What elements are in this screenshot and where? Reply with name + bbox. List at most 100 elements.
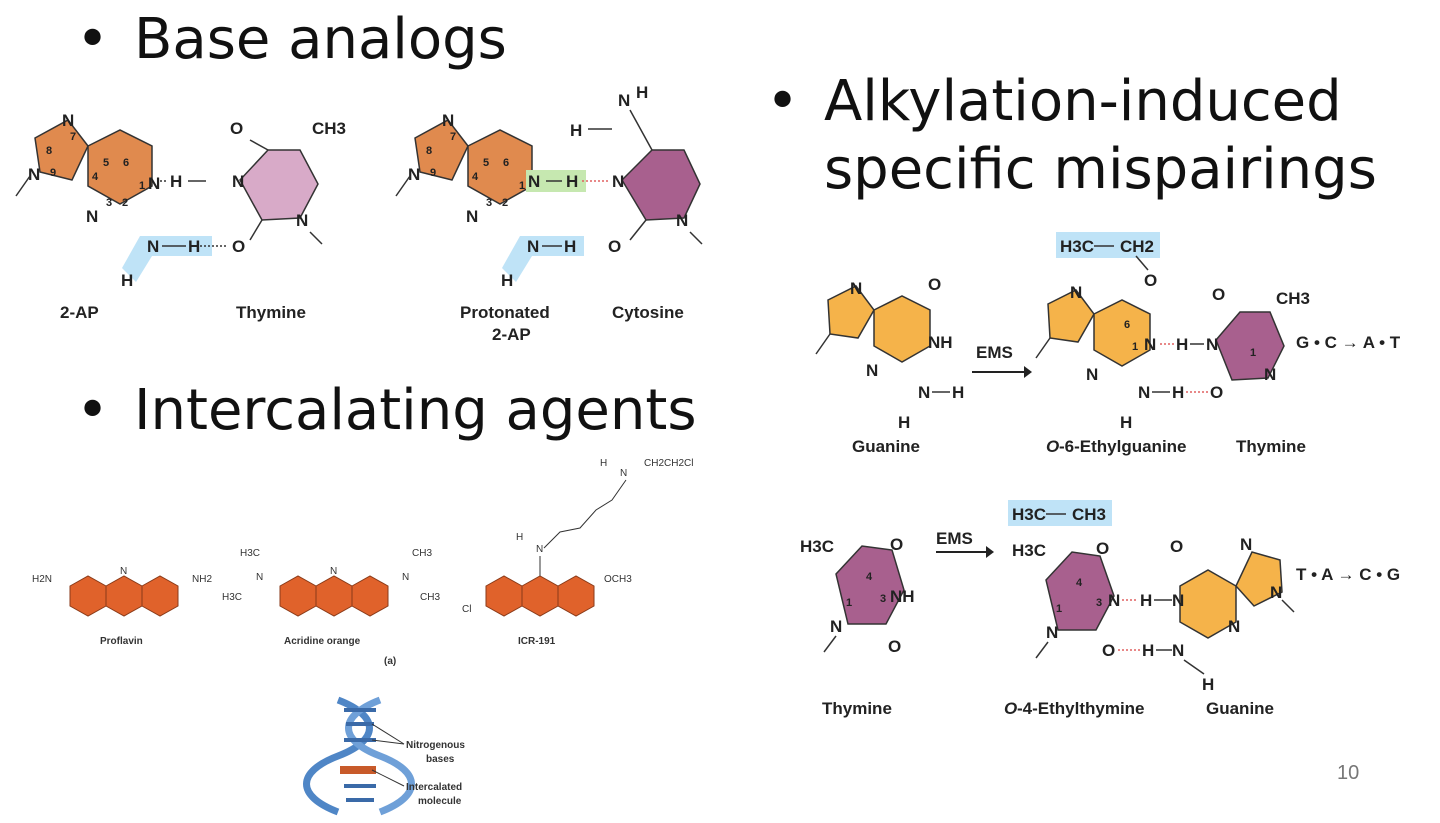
atom-o: O: [1212, 285, 1225, 304]
atom-n: N: [120, 566, 127, 577]
atom-h: H: [501, 271, 513, 290]
atom-cl: Cl: [462, 604, 471, 615]
atom-n: N: [1270, 583, 1282, 602]
guanine-imidazole-ring: [827, 285, 875, 339]
o4et-ring: [1045, 551, 1115, 631]
atom-h: H: [898, 413, 910, 432]
atom-n: N: [676, 211, 688, 230]
intercalator-acridine-orange: N H3C H3C N N CH3 CH3 Acridine orange (a…: [222, 548, 440, 667]
label-panel-a: (a): [384, 656, 396, 667]
atom-n: N: [1108, 591, 1120, 610]
pair-protonated-2ap-cytosine: N N N 7 8 9 4 5 6 3 2 1 N H N H H N O N …: [395, 83, 703, 344]
label-guanine: Guanine: [852, 437, 920, 456]
label-o4-prefix: O: [1004, 699, 1017, 718]
atom-n: N: [1046, 623, 1058, 642]
atom-och3: OCH3: [604, 574, 632, 585]
atom-n: N: [86, 207, 98, 226]
atom-h: H: [188, 237, 200, 256]
label-nitrogenous-bases: bases: [426, 754, 455, 765]
ring-number-6: 6: [503, 157, 509, 169]
atom-n: N: [232, 172, 244, 191]
ring-number-6: 6: [123, 157, 129, 169]
reaction-thymine-ems: H3C O NH N O 4 3 1 Thymine EMS H3C CH3 H…: [800, 500, 1400, 718]
2ap-pyrimidine-ring: [87, 129, 153, 205]
bullet-dot: •: [76, 378, 110, 443]
ring-number-3: 3: [1096, 597, 1102, 609]
atom-h3c: H3C: [1012, 541, 1046, 560]
label-protonated: Protonated: [460, 303, 550, 322]
ring-number-1: 1: [519, 180, 525, 192]
label-thymine: Thymine: [822, 699, 892, 718]
intercalator-proflavin: H2N N NH2 Proflavin: [32, 566, 212, 647]
guanine-imidazole-ring: [1235, 551, 1283, 607]
atom-n: N: [62, 111, 74, 130]
label-ems: EMS: [936, 529, 973, 548]
ring-number-8: 8: [426, 145, 432, 157]
atom-h3c: H3C: [800, 537, 834, 556]
bullet-intercalating: •Intercalating agents: [76, 377, 697, 445]
atom-h: H: [636, 83, 648, 102]
atom-ch2ch2cl: CH2CH2Cl: [644, 458, 693, 469]
atom-ch3: CH3: [1276, 289, 1310, 308]
label-o6-prefix: O: [1046, 437, 1059, 456]
ring-number-9: 9: [430, 167, 436, 179]
atom-h3c: H3C: [240, 548, 260, 559]
atom-n: N: [1264, 365, 1276, 384]
atom-n: N: [850, 279, 862, 298]
ring-number-8: 8: [46, 145, 52, 157]
label-intercalated-molecule: Intercalated: [406, 782, 462, 793]
guanine-pyrimidine-ring: [873, 295, 931, 363]
atom-h: H: [1120, 413, 1132, 432]
atom-n: N: [1228, 617, 1240, 636]
atom-h: H: [121, 271, 133, 290]
atom-n: N: [1240, 535, 1252, 554]
ring-number-3: 3: [880, 593, 886, 605]
atom-n: N: [1172, 641, 1184, 660]
atom-o: O: [232, 237, 245, 256]
label-proflavin: Proflavin: [100, 636, 143, 647]
ring-number-3: 3: [106, 197, 112, 209]
atom-nh: NH: [928, 333, 953, 352]
atom-o: O: [1170, 537, 1183, 556]
dna-helix-illustration: Nitrogenous bases Intercalated molecule: [303, 696, 465, 816]
amino-highlight: [122, 236, 212, 282]
ring-number-3: 3: [486, 197, 492, 209]
ring-number-1: 1: [846, 597, 852, 609]
cytosine-ring: [621, 149, 701, 221]
atom-h2n: H2N: [32, 574, 52, 585]
atom-n: N: [28, 165, 40, 184]
atom-ch2: CH3: [1072, 505, 1106, 524]
ring-number-6: 6: [1124, 319, 1130, 331]
atom-n-plus: N: [528, 172, 540, 191]
heading-alkylation-line1: Alkylation-induced: [824, 69, 1342, 134]
atom-n: N: [866, 361, 878, 380]
atom-o: O: [1210, 383, 1223, 402]
atom-ch2: CH2: [1120, 237, 1154, 256]
atom-h: H: [1140, 591, 1152, 610]
label-icr191: ICR-191: [518, 636, 556, 647]
atom-o: O: [230, 119, 243, 138]
label-acridine-orange: Acridine orange: [284, 636, 361, 647]
atom-ch3: CH3: [412, 548, 432, 559]
ethyl-highlight: [1008, 500, 1112, 526]
label-guanine: Guanine: [1206, 699, 1274, 718]
atom-n: N: [1206, 335, 1218, 354]
atom-n: N: [612, 172, 624, 191]
atom-n: N: [527, 237, 539, 256]
atom-n: N: [402, 572, 409, 583]
atom-n: N: [466, 207, 478, 226]
bullet-dot: •: [76, 7, 110, 72]
atom-h: H: [1176, 335, 1188, 354]
ring-number-9: 9: [50, 167, 56, 179]
atom-o: O: [1102, 641, 1115, 660]
p2ap-pyrimidine-ring: [467, 129, 533, 205]
ring-number-7: 7: [70, 131, 76, 143]
label-2ap: 2-AP: [492, 325, 531, 344]
atom-n: N: [330, 566, 337, 577]
o6eg-pyrimidine-ring: [1093, 299, 1151, 367]
intercalated-molecule: [340, 766, 376, 774]
atom-n: N: [147, 237, 159, 256]
bullet-dot: •: [766, 69, 800, 134]
atom-h3c: H3C: [222, 592, 242, 603]
atom-n: N: [536, 544, 543, 555]
